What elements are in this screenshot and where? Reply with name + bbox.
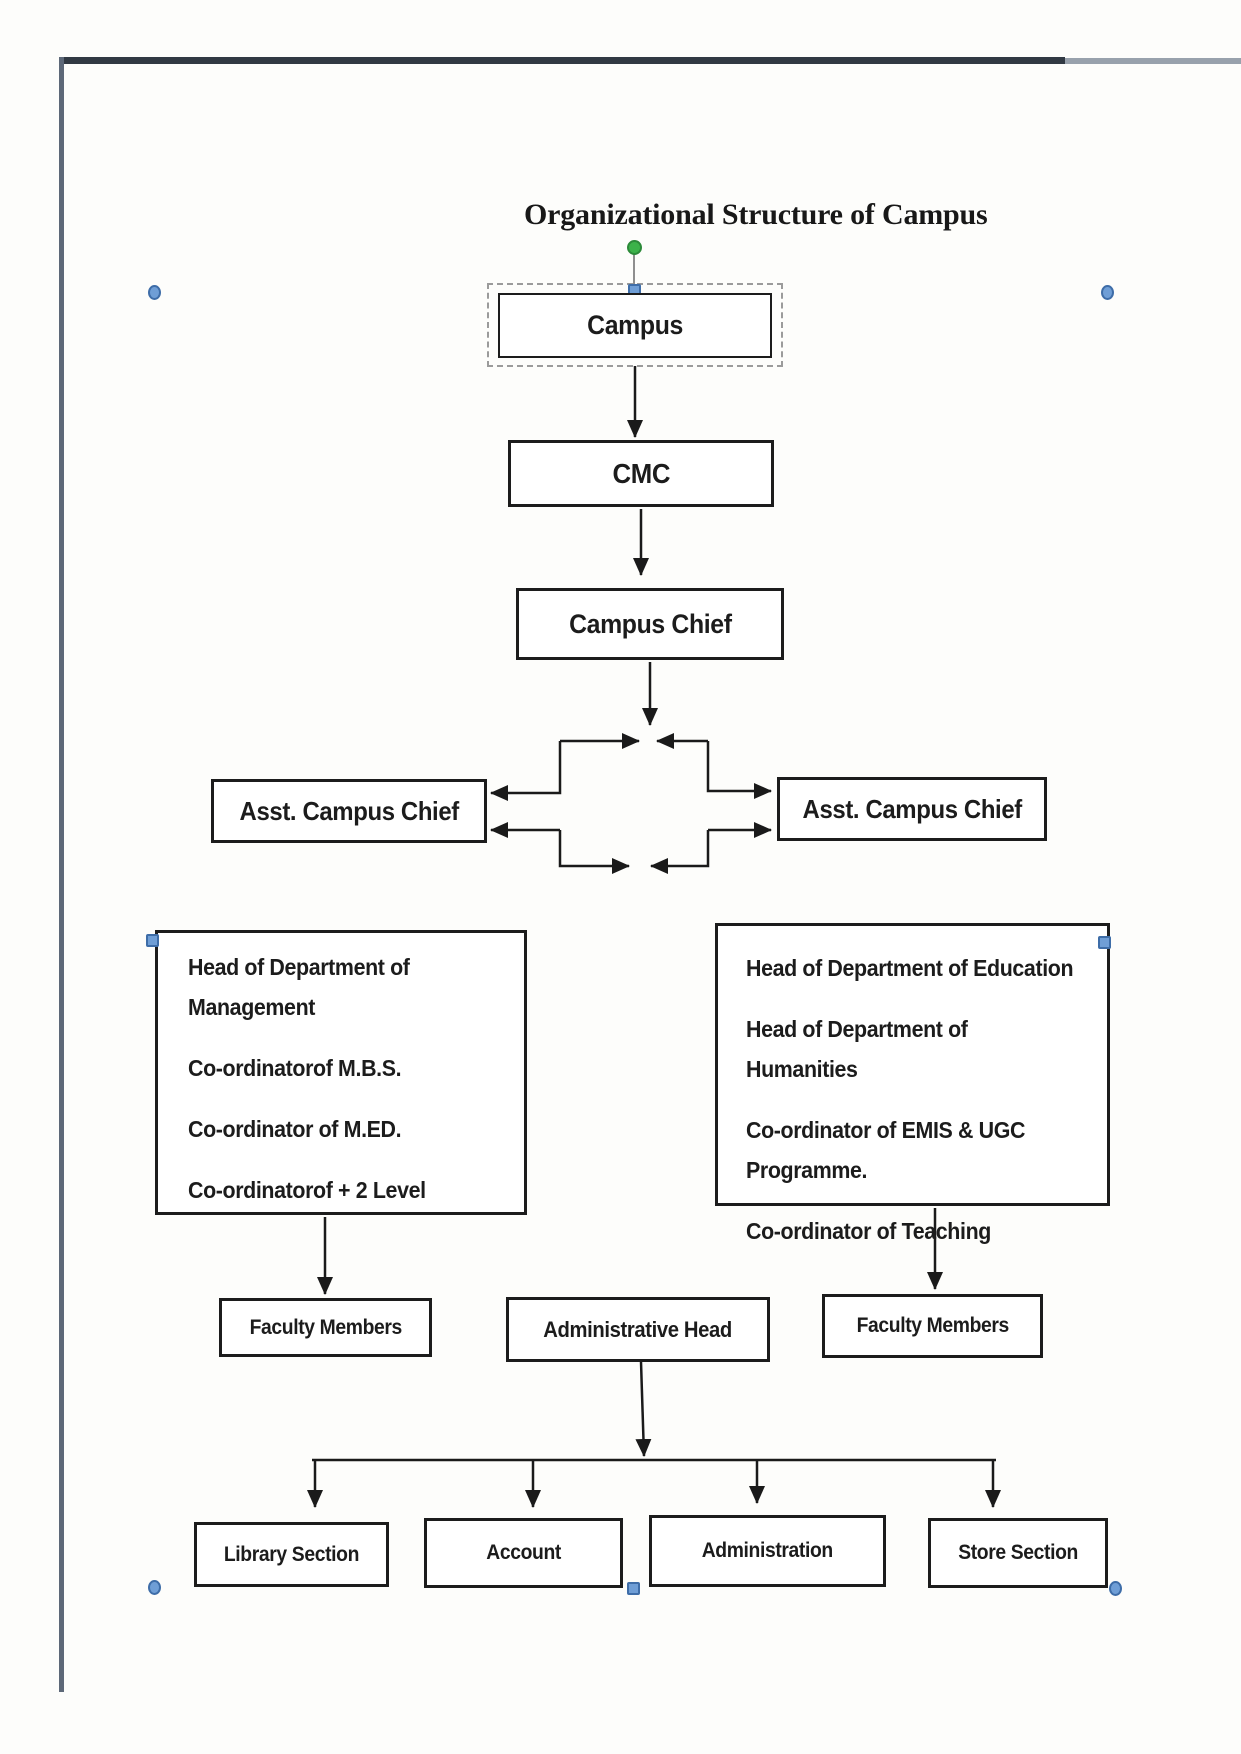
node-campus-chief[interactable]: Campus Chief <box>516 588 784 660</box>
node-asst-right-label: Asst. Campus Chief <box>802 793 1022 824</box>
node-account[interactable]: Account <box>424 1518 623 1588</box>
administration-label: Administration <box>701 1539 834 1562</box>
dept-left-line-1: Head of Department of Management <box>188 954 410 1020</box>
resize-handle-dept-right[interactable] <box>1098 936 1111 949</box>
account-label: Account <box>486 1541 561 1564</box>
rotation-handle[interactable] <box>627 240 642 255</box>
canvas-handle-bottom-right[interactable] <box>1109 1581 1122 1596</box>
node-campus-label: Campus <box>587 310 683 340</box>
rotation-handle-stem <box>633 254 635 285</box>
node-faculty-members-left[interactable]: Faculty Members <box>219 1298 432 1357</box>
faculty-right-label: Faculty Members <box>856 1314 1009 1337</box>
page-top-border-light <box>1065 58 1241 64</box>
administrative-head-label: Administrative Head <box>543 1316 733 1342</box>
node-asst-campus-chief-right[interactable]: Asst. Campus Chief <box>777 777 1047 841</box>
node-store-section[interactable]: Store Section <box>928 1518 1108 1588</box>
node-department-education[interactable]: Head of Department of Education Head of … <box>715 923 1110 1244</box>
node-faculty-members-right[interactable]: Faculty Members <box>822 1294 1043 1358</box>
page-top-border <box>62 57 1065 64</box>
canvas-handle-top-right[interactable] <box>1101 285 1114 300</box>
store-section-label: Store Section <box>958 1541 1078 1564</box>
canvas-handle-bottom-left[interactable] <box>148 1580 161 1595</box>
dept-left-line-3: Co-ordinator of M.ED. <box>188 1116 402 1142</box>
dept-right-line-2: Head of Department of Humanities <box>746 1016 968 1082</box>
library-section-label: Library Section <box>223 1542 360 1566</box>
canvas-handle-bottom-center[interactable] <box>627 1582 640 1595</box>
page-left-border <box>59 57 64 1692</box>
dept-right-line-1: Head of Department of Education <box>746 955 1074 981</box>
node-campus-chief-label: Campus Chief <box>568 608 732 639</box>
node-department-management[interactable]: Head of Department of Management Co-ordi… <box>155 930 527 1215</box>
diagram-title: Organizational Structure of Campus <box>524 198 988 231</box>
node-administrative-head[interactable]: Administrative Head <box>506 1297 770 1362</box>
canvas-handle-top-left[interactable] <box>148 285 161 300</box>
node-cmc-label: CMC <box>612 457 670 489</box>
dept-right-line-4: Co-ordinator of Teaching <box>746 1218 991 1244</box>
node-cmc[interactable]: CMC <box>508 440 774 507</box>
node-library-section[interactable]: Library Section <box>194 1522 389 1587</box>
resize-handle-dept-left[interactable] <box>146 934 159 947</box>
node-asst-campus-chief-left[interactable]: Asst. Campus Chief <box>211 779 487 843</box>
dept-right-line-3: Co-ordinator of EMIS & UGC Programme. <box>746 1117 1026 1183</box>
dept-left-line-4: Co-ordinatorof + 2 Level <box>188 1177 426 1203</box>
dept-left-line-2: Co-ordinatorof M.B.S. <box>188 1055 402 1081</box>
node-asst-left-label: Asst. Campus Chief <box>239 795 459 826</box>
node-campus[interactable]: Campus <box>498 293 772 358</box>
node-administration[interactable]: Administration <box>649 1515 886 1587</box>
faculty-left-label: Faculty Members <box>249 1315 402 1339</box>
